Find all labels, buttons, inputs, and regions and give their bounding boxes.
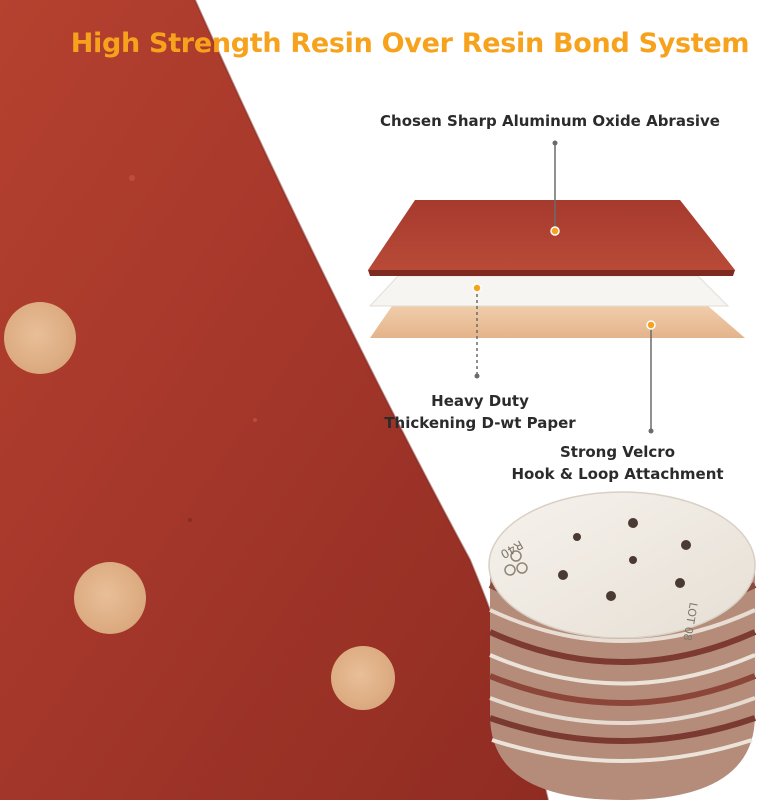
velcro-callout-line-2: Hook & Loop Attachment (511, 465, 724, 483)
paper-callout-line-1: Heavy Duty (431, 392, 529, 410)
sanding-disc-stack: R40 LOT 08 (488, 491, 757, 800)
abrasive-layer (368, 200, 735, 270)
sheet-hole-1 (4, 302, 76, 374)
sheet-hole-3 (331, 646, 395, 710)
abrasive-marker (550, 226, 560, 236)
velcro-callout: Strong Velcro Hook & Loop Attachment (500, 441, 735, 485)
paper-marker (472, 283, 482, 293)
headline: High Strength Resin Over Resin Bond Syst… (70, 28, 750, 59)
paper-callout: Heavy Duty Thickening D-wt Paper (365, 390, 595, 434)
velcro-callout-line-1: Strong Velcro (559, 443, 675, 461)
velcro-layer (370, 306, 745, 338)
layer-diagram (368, 140, 745, 434)
velcro-marker (646, 320, 656, 330)
sheet-hole-2 (74, 562, 146, 634)
paper-callout-line-2: Thickening D-wt Paper (384, 414, 576, 432)
paper-layer (368, 275, 730, 307)
abrasive-callout: Chosen Sharp Aluminum Oxide Abrasive (380, 112, 720, 130)
